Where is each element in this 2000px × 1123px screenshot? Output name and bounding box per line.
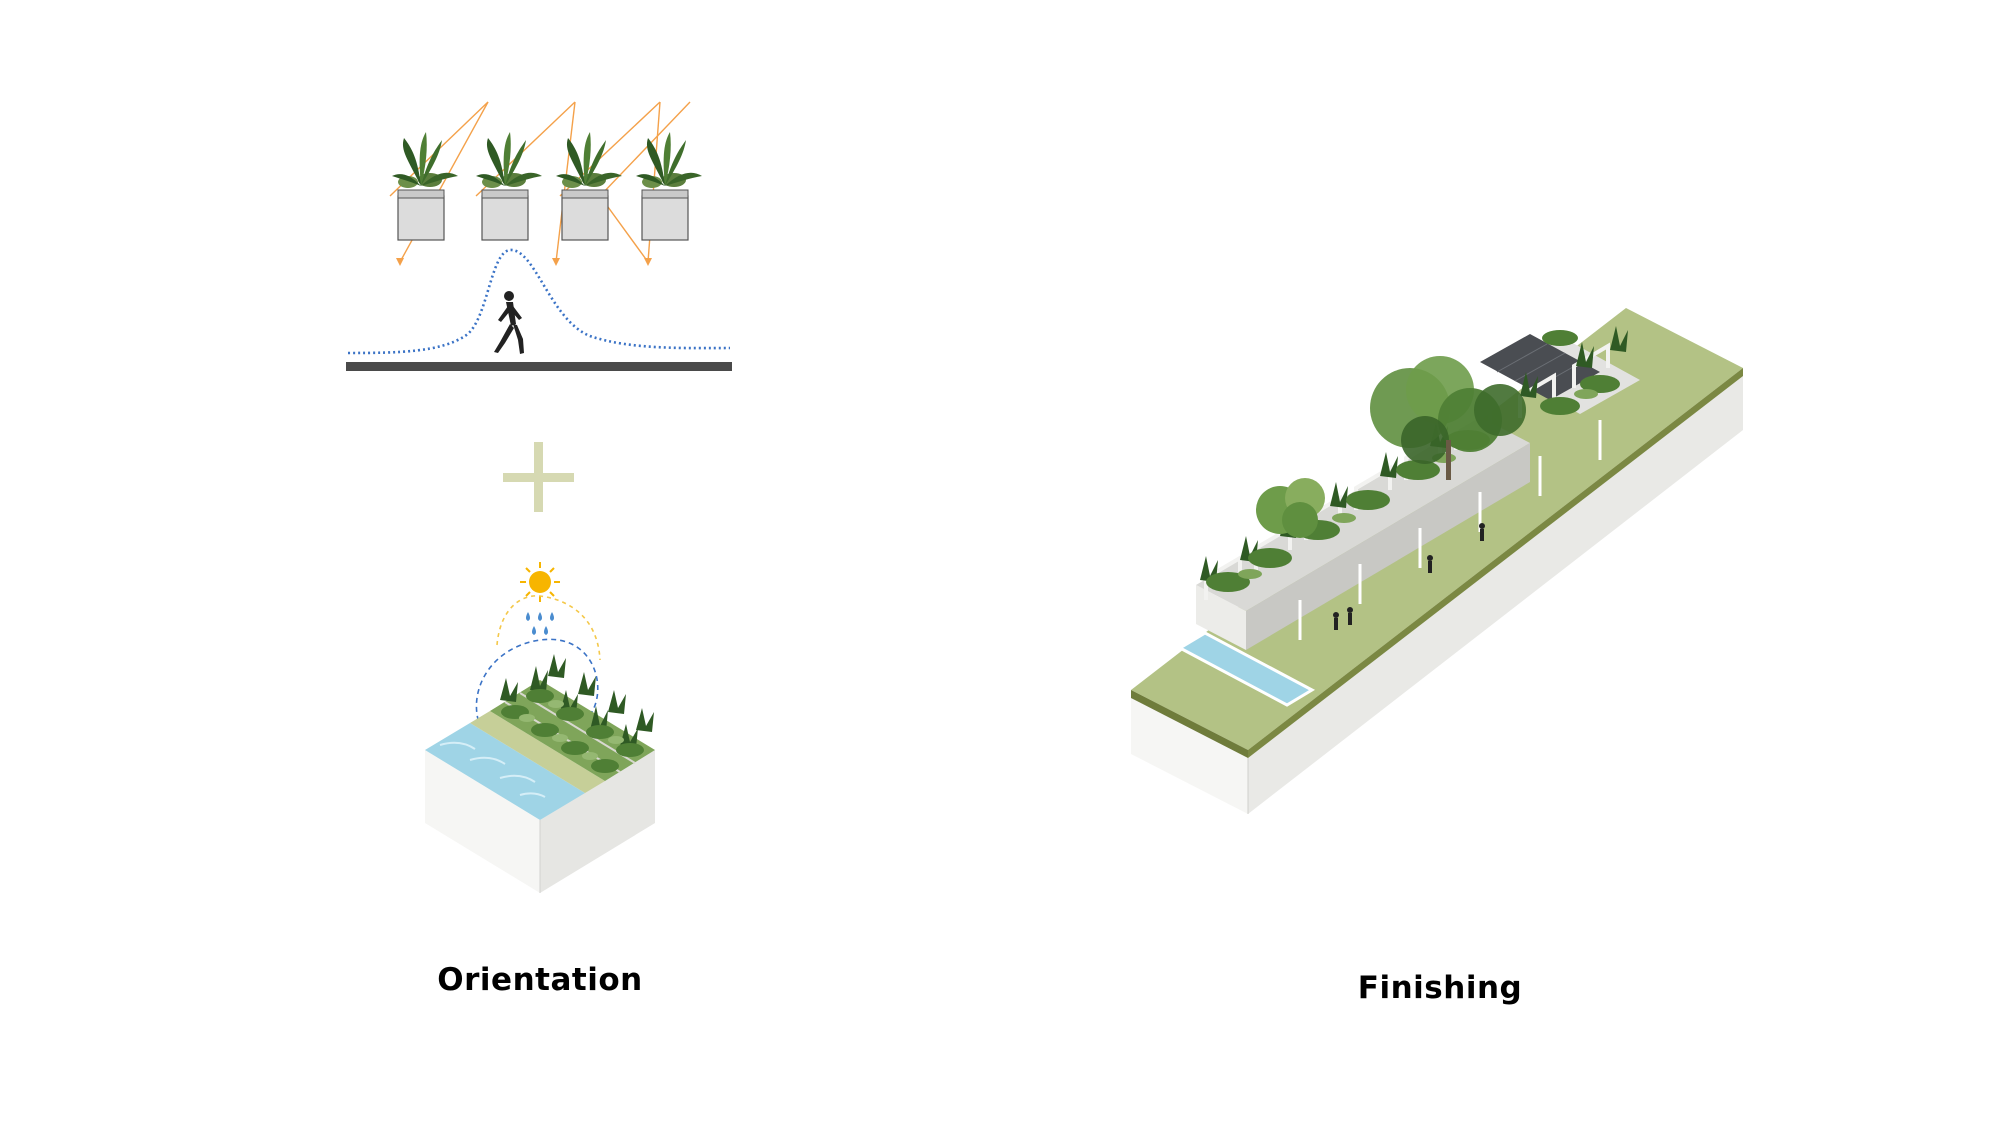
tree-icon [1256,478,1325,538]
planter-icon [556,132,622,241]
water-cycle-loop [475,638,599,766]
ray-arrowheads [396,258,652,266]
finishing-label: Finishing [1357,970,1523,1006]
sun-icon [520,562,560,602]
finishing-model [1131,308,1743,814]
water-strip [425,723,585,820]
sun-path-arc [496,595,601,661]
planting-bed [490,680,655,781]
ground-strip [346,362,732,371]
columns [1298,420,1602,640]
tree-icon [1370,356,1526,480]
planter-row [392,132,702,241]
walking-person-icon [494,291,524,354]
foliage [500,654,654,773]
pool [1176,631,1316,707]
slab-right-side [1248,368,1743,814]
orientation-block [425,562,655,893]
plus-icon [503,442,574,512]
block-left-side [425,750,540,893]
planter-icon [476,132,542,241]
planter-icon [392,132,458,241]
people [1333,523,1485,630]
planter-icon [636,132,702,241]
walkway-strip [470,711,605,793]
raindrop-icon [526,612,554,635]
shade-section [346,101,732,371]
block-right-side [540,750,655,893]
orientation-label: Orientation [437,962,643,998]
slab-front-side [1131,690,1248,814]
airflow-curve [347,248,731,355]
